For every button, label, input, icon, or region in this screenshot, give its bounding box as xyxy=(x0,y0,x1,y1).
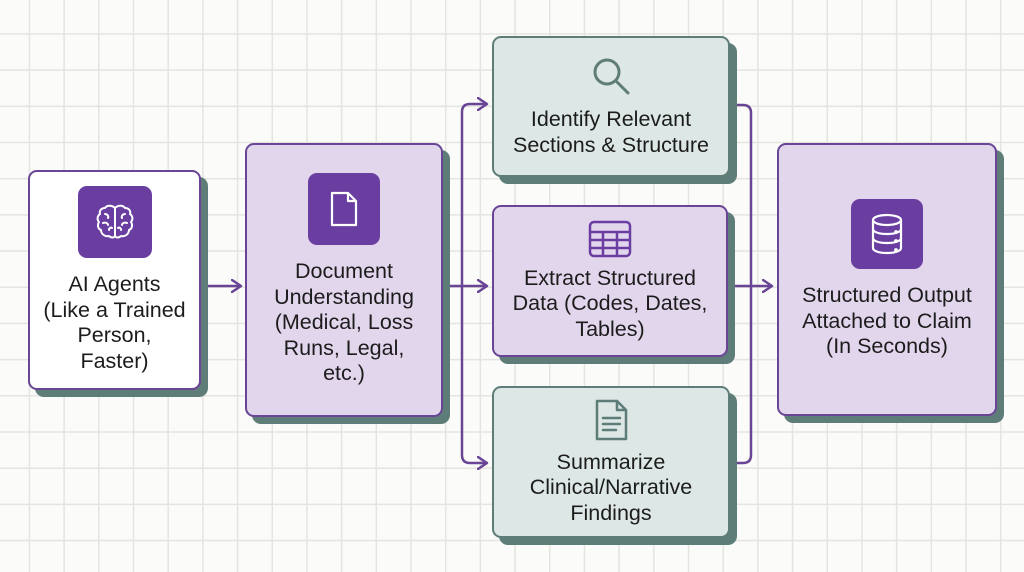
document-icon-tile xyxy=(308,173,380,246)
node-ai-agents: AI Agents (Like a Trained Person, Faster… xyxy=(28,170,201,390)
node-identify-sections: Identify Relevant Sections & Structure xyxy=(492,36,730,177)
node-label: Summarize Clinical/Narrative Findings xyxy=(529,449,693,525)
node-document-understanding: Document Understanding (Medical, Loss Ru… xyxy=(245,143,443,417)
edge-identify-to-output xyxy=(728,103,753,286)
database-icon xyxy=(871,214,903,255)
node-extract-data: Extract Structured Data (Codes, Dates, T… xyxy=(492,205,728,357)
node-label: Structured Output Attached to Claim (In … xyxy=(802,283,972,359)
node-label: AI Agents (Like a Trained Person, Faster… xyxy=(43,272,186,373)
node-structured-output: Structured Output Attached to Claim (In … xyxy=(777,143,997,416)
edge-document-to-summarize xyxy=(460,286,487,463)
node-label: Extract Structured Data (Codes, Dates, T… xyxy=(512,265,708,341)
database-icon-tile xyxy=(851,199,923,270)
brain-icon xyxy=(96,204,133,239)
text-document-icon xyxy=(595,399,628,440)
edge-summarize-to-output xyxy=(728,286,753,465)
node-label: Identify Relevant Sections & Structure xyxy=(513,107,709,157)
document-icon xyxy=(330,192,358,227)
node-summarize-findings: Summarize Clinical/Narrative Findings xyxy=(492,386,730,538)
node-label: Document Understanding (Medical, Loss Ru… xyxy=(274,259,414,386)
edge-document-to-identify xyxy=(460,104,487,286)
table-icon xyxy=(588,220,632,257)
magnifier-icon xyxy=(593,58,630,95)
brain-icon-tile xyxy=(77,186,152,258)
